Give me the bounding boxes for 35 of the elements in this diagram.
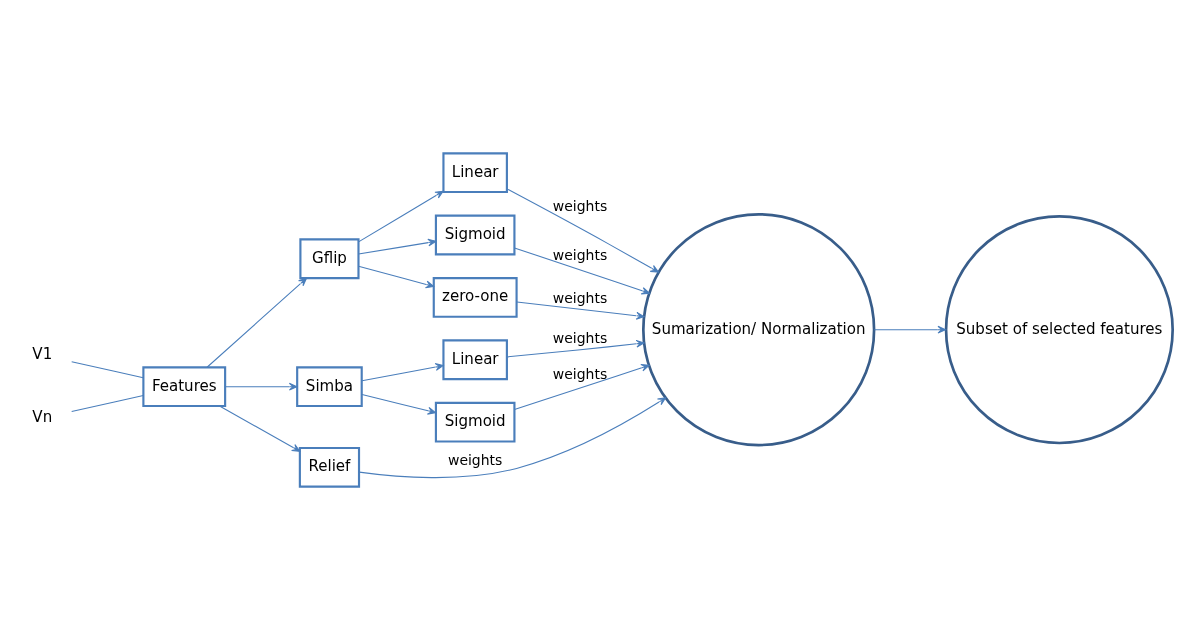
arrow bbox=[516, 301, 645, 320]
arrow bbox=[358, 396, 667, 478]
arrow bbox=[358, 265, 435, 288]
node-circle: Subset of selected features bbox=[944, 214, 1174, 444]
arrow bbox=[506, 339, 645, 357]
arrow bbox=[506, 188, 659, 273]
arrow bbox=[224, 382, 298, 391]
edge-label: weights bbox=[552, 197, 608, 214]
node-box: Linear bbox=[442, 338, 508, 380]
node-box: Gflip bbox=[299, 237, 360, 279]
edge-label: weights bbox=[552, 246, 608, 263]
node-box: Simba bbox=[296, 365, 363, 407]
arrow bbox=[219, 405, 301, 452]
edge-label: weights bbox=[552, 329, 608, 346]
arrow bbox=[873, 325, 947, 334]
node-box: Features bbox=[142, 365, 227, 407]
node-box: Sigmoid bbox=[434, 214, 516, 255]
arrow bbox=[513, 246, 650, 295]
connector bbox=[71, 360, 144, 378]
node-box: Linear bbox=[442, 151, 508, 193]
connector bbox=[71, 394, 144, 412]
node-box: zero-one bbox=[432, 276, 518, 318]
arrow bbox=[513, 363, 650, 410]
arrow bbox=[361, 362, 444, 381]
arrow bbox=[206, 277, 307, 368]
arrow bbox=[358, 190, 444, 242]
arrow bbox=[361, 393, 437, 415]
node-text: Vn bbox=[32, 407, 53, 426]
edge-label: weights bbox=[552, 289, 608, 306]
node-box: Sigmoid bbox=[434, 401, 516, 443]
arrow bbox=[358, 238, 437, 255]
node-box: Relief bbox=[298, 446, 361, 488]
edge-label: weights bbox=[552, 365, 608, 382]
edge-label: weights bbox=[447, 451, 503, 468]
node-text: V1 bbox=[32, 344, 53, 363]
